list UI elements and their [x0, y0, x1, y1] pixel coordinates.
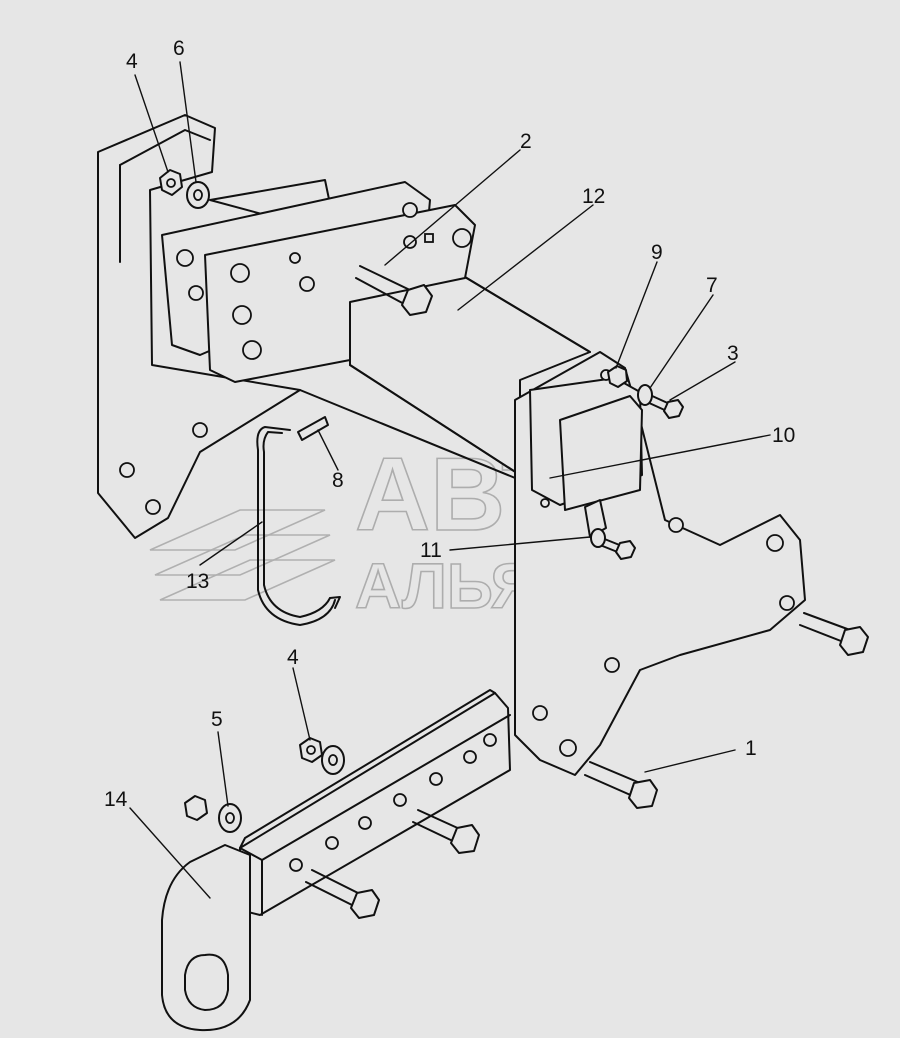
callout-1: 1: [745, 737, 757, 760]
bolt-3: [646, 394, 684, 419]
nut-5-side: [184, 795, 208, 821]
callout-3: 3: [727, 342, 739, 365]
callout-2: 2: [520, 130, 532, 153]
callout-13: 13: [186, 570, 209, 593]
nut-9: [607, 365, 628, 388]
callout-14: 14: [104, 788, 128, 811]
callout-8: 8: [332, 469, 344, 492]
bolt-drawbar-lower: [305, 869, 380, 919]
callout-5: 5: [211, 708, 223, 731]
washer-6: [186, 181, 210, 209]
callout-11: 11: [420, 539, 442, 562]
callout-12: 12: [582, 185, 605, 208]
bolt-right: [799, 612, 869, 656]
washer-lower: [321, 745, 345, 775]
watermark-logo-stripes: [149, 509, 336, 601]
bolt-2: [355, 265, 433, 316]
hanger-rod: [256, 426, 341, 626]
washer-7: [637, 384, 653, 406]
callout-4-top: 4: [126, 50, 138, 73]
towing-eye: [161, 844, 251, 1032]
callout-10: 10: [772, 424, 795, 447]
callout-4-lower: 4: [287, 646, 299, 669]
callout-9: 9: [651, 241, 663, 264]
leader-lines: [129, 61, 771, 899]
washer-11: [590, 528, 606, 548]
nut-4-lower: [299, 737, 323, 763]
flange-plates: [161, 181, 476, 383]
bolt-1: [584, 761, 658, 809]
bracket-clip: [584, 499, 607, 538]
callout-7: 7: [706, 274, 718, 297]
drawbar: [239, 689, 511, 916]
nut-4-top: [159, 169, 183, 196]
bolt-drawbar-upper: [412, 809, 480, 854]
callout-labels: 1 2 3 4 4 5 6 7 8 9 10 11 12 13 14: [104, 37, 795, 811]
washer-5: [218, 803, 242, 833]
cover-plate: [529, 369, 643, 511]
cotter-pin: [297, 416, 329, 441]
callout-6: 6: [173, 37, 185, 60]
